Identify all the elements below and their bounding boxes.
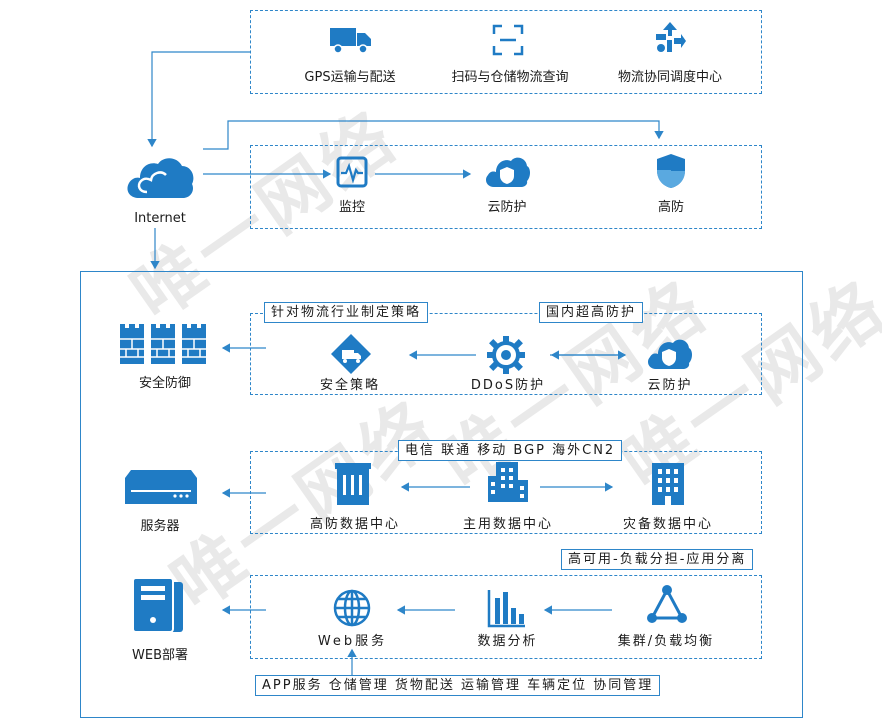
cloud-shield-icon — [484, 155, 530, 193]
bar-chart-icon — [487, 588, 527, 632]
globe-icon — [332, 588, 372, 632]
truck-icon — [330, 26, 372, 58]
monitor-icon — [336, 156, 368, 192]
edge-label-monitor: 监控 — [338, 200, 365, 215]
datacenter-label-disaster-recovery: 灾备数据中心 — [622, 517, 713, 532]
edge-frame — [250, 145, 762, 229]
building-icon — [335, 463, 371, 509]
firewall-icon — [120, 324, 206, 368]
datacenter-target-label: 服务器 — [140, 519, 180, 534]
edge-label-cloud-protection: 云防护 — [487, 200, 527, 215]
app-label-web: Web服务 — [317, 634, 388, 649]
service-label-dispatch: 物流协同调度中心 — [617, 70, 722, 85]
scan-icon — [492, 24, 524, 60]
app-target-label: WEB部署 — [132, 648, 188, 663]
datacenter-tag-carriers: 电信 联通 移动 BGP 海外CN2 — [398, 440, 623, 461]
main-frame — [80, 271, 803, 718]
datacenter-label-primary: 主用数据中心 — [462, 517, 553, 532]
app-tag-services: APP服务 仓储管理 货物配送 运输管理 车辆定位 协同管理 — [255, 675, 661, 696]
cloud-icon — [125, 152, 195, 204]
security-tag-domestic: 国内超高防护 — [539, 302, 644, 323]
cluster-icon — [646, 584, 688, 630]
security-tag-industry: 针对物流行业制定策略 — [264, 302, 429, 323]
security-target-label: 安全防御 — [138, 376, 191, 391]
security-label-strategy: 安全策略 — [319, 378, 380, 393]
security-frame — [250, 313, 762, 395]
app-label-cluster: 集群/负载均衡 — [617, 634, 715, 649]
dispatch-icon — [653, 20, 687, 58]
security-label-ddos: DDoS防护 — [470, 378, 546, 393]
service-label-gps: GPS运输与配送 — [304, 70, 396, 85]
gear-icon — [487, 336, 525, 378]
tower-pc-icon — [132, 577, 187, 638]
security-label-cloud-protection: 云防护 — [647, 378, 693, 393]
building-icon — [652, 463, 684, 509]
app-tag-ha: 高可用-负载分担-应用分离 — [561, 549, 754, 570]
app-label-data-analysis: 数据分析 — [477, 634, 538, 649]
strategy-icon — [330, 333, 372, 379]
server-icon — [125, 470, 197, 508]
datacenter-label-high-defense: 高防数据中心 — [309, 517, 400, 532]
app-frame — [250, 575, 762, 659]
cloud-shield-icon — [646, 337, 692, 375]
edge-label-high-defense: 高防 — [657, 200, 684, 215]
service-label-scan: 扫码与仓储物流查询 — [451, 70, 569, 85]
top-services-frame — [250, 10, 762, 94]
shield-icon — [655, 152, 687, 194]
buildings-icon — [488, 462, 528, 506]
internet-label: Internet — [134, 211, 186, 226]
